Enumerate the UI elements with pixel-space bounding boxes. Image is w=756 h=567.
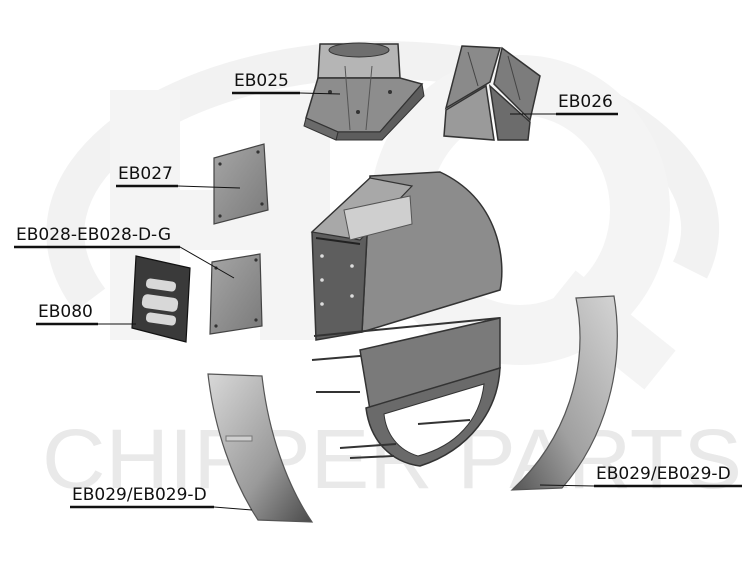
part-housing-lower [311,317,501,467]
part-eb029-left [207,373,314,523]
part-eb080-frame [131,255,191,343]
part-eb026-cone [443,45,541,141]
label-eb026: EB026 [558,92,613,112]
label-eb027: EB027 [118,164,173,184]
label-eb029-right: EB029/EB029-D [596,464,731,484]
part-eb027-plate [213,143,269,225]
part-housing-upper [310,171,503,341]
label-eb080: EB080 [38,302,93,322]
label-eb028: EB028-EB028-D-G [16,225,171,245]
part-eb029-right [510,295,618,491]
label-eb025: EB025 [234,71,289,91]
leader-lines [14,91,742,511]
part-eb025-hopper [303,42,425,141]
label-eb029-left: EB029/EB029-D [72,485,207,505]
part-eb028-plate [209,253,263,335]
